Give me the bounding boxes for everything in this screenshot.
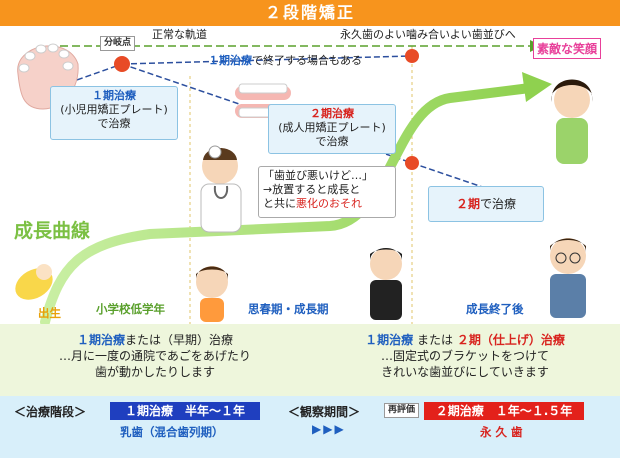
phase1-box-line3: で治療 xyxy=(97,117,131,130)
phase1-end-title: １期治療 xyxy=(208,54,252,67)
right-title-b: または xyxy=(416,333,453,347)
smiling-girl-illustration xyxy=(551,79,593,164)
birth-label: 出生 xyxy=(38,306,61,320)
reevaluation-label: 再評価 xyxy=(384,403,420,418)
phase1-box-title: １期治療 xyxy=(92,89,136,102)
branch-point-3 xyxy=(405,156,419,170)
permanent-teeth-label: 永久歯のよい噛み合いよい歯並びへ xyxy=(340,28,516,41)
left-title-a: １期治療 xyxy=(76,333,125,347)
smile-label: 素敵な笑顔 xyxy=(533,38,602,59)
growth-curve xyxy=(40,83,535,324)
adult-man-illustration xyxy=(550,238,586,318)
phase2-box-title: ２期治療 xyxy=(310,107,354,120)
growth-curve-label: 成長曲線 xyxy=(14,220,91,242)
phase1-box: １期治療 (小児用矯正プレート) で治療 xyxy=(50,86,178,140)
phase2-box: ２期治療 (成人用矯正プレート) で治療 xyxy=(268,104,396,154)
stage-phase2-box: ２期治療 １年〜１.５年 xyxy=(424,402,584,420)
phase2-only-title: ２期 xyxy=(455,197,480,211)
treatment-stages: ＜治療階段＞ １期治療 半年〜１年 乳歯（混合歯列期） ＜観察期間＞ ▶▶▶ 再… xyxy=(0,396,620,458)
stage-phase1-sub: 乳歯（混合歯列期） xyxy=(120,425,224,439)
puberty-label: 思春期・成長期 xyxy=(248,302,329,316)
worry-line3-a: と共に xyxy=(263,197,296,210)
stage-phase2-sub: 永 久 歯 xyxy=(480,425,523,439)
phase1-box-line2: (小児用矯正プレート) xyxy=(60,103,168,116)
phase2-only-box: ２期で治療 xyxy=(428,186,544,222)
right-title-c: ２期（仕上げ）治療 xyxy=(456,333,565,347)
branch-point-2 xyxy=(405,49,419,63)
child-girl-illustration xyxy=(196,266,228,322)
explanation-left: １期治療または（早期）治療 …月に一度の通院であごをあげたり 歯が動かしたりしま… xyxy=(0,332,310,380)
phase2-only-suffix: で治療 xyxy=(480,197,517,211)
normal-orbit-label: 正常な軌道 xyxy=(152,28,207,41)
page-title: ２段階矯正 xyxy=(0,0,620,26)
phase2-box-line2: (成人用矯正プレート) xyxy=(278,121,386,134)
growth-end-label: 成長終了後 xyxy=(466,302,524,316)
explanation-right: １期治療 または ２期（仕上げ）治療 …固定式のブラケットをつけて きれいな歯並… xyxy=(310,332,620,380)
teen-boy-illustration xyxy=(370,248,402,320)
worry-box: 「歯並び悪いけど…」 →放置すると成長と と共に悪化のおそれ xyxy=(258,166,396,218)
elementary-label: 小学校低学年 xyxy=(96,302,165,316)
worry-line2: →放置すると成長と xyxy=(263,183,361,196)
phase1-end-suffix: で終了する場合もある xyxy=(252,54,362,67)
branch-point-label: 分岐点 xyxy=(100,36,136,51)
worry-line3-b: 悪化のおそれ xyxy=(296,197,362,210)
phase1-end-line xyxy=(121,55,413,65)
phase2-box-line3: で治療 xyxy=(315,135,349,148)
left-title-b: または（早期）治療 xyxy=(125,333,234,347)
right-line2: …固定式のブラケットをつけて xyxy=(380,349,549,363)
baby-illustration xyxy=(15,264,53,300)
stage-arrows: ▶▶▶ xyxy=(312,422,346,436)
stage-label-treatment: ＜治療階段＞ xyxy=(14,405,87,419)
worry-line1: 「歯並び悪いけど…」 xyxy=(263,169,373,182)
right-title-a: １期治療 xyxy=(365,333,414,347)
left-line2: …月に一度の通院であごをあげたり xyxy=(59,349,251,363)
worry-line3: と共に悪化のおそれ xyxy=(263,197,391,211)
phase1-end-note: １期治療で終了する場合もある xyxy=(208,52,362,68)
growth-arrowhead xyxy=(522,72,552,102)
diagram-area: 分岐点 正常な軌道 永久歯のよい噛み合いよい歯並びへ 素敵な笑顔 １期治療で終了… xyxy=(0,26,620,324)
branch-point-1 xyxy=(114,56,130,72)
left-line3: 歯が動かしたりします xyxy=(94,365,215,379)
explanation-panel: １期治療または（早期）治療 …月に一度の通院であごをあげたり 歯が動かしたりしま… xyxy=(0,324,620,396)
right-line3: きれいな歯並びにしていきます xyxy=(381,365,549,379)
doctor-illustration xyxy=(200,145,242,233)
stage-label-observation: ＜観察期間＞ xyxy=(288,405,361,419)
stage-phase1-box: １期治療 半年〜１年 xyxy=(110,402,260,420)
